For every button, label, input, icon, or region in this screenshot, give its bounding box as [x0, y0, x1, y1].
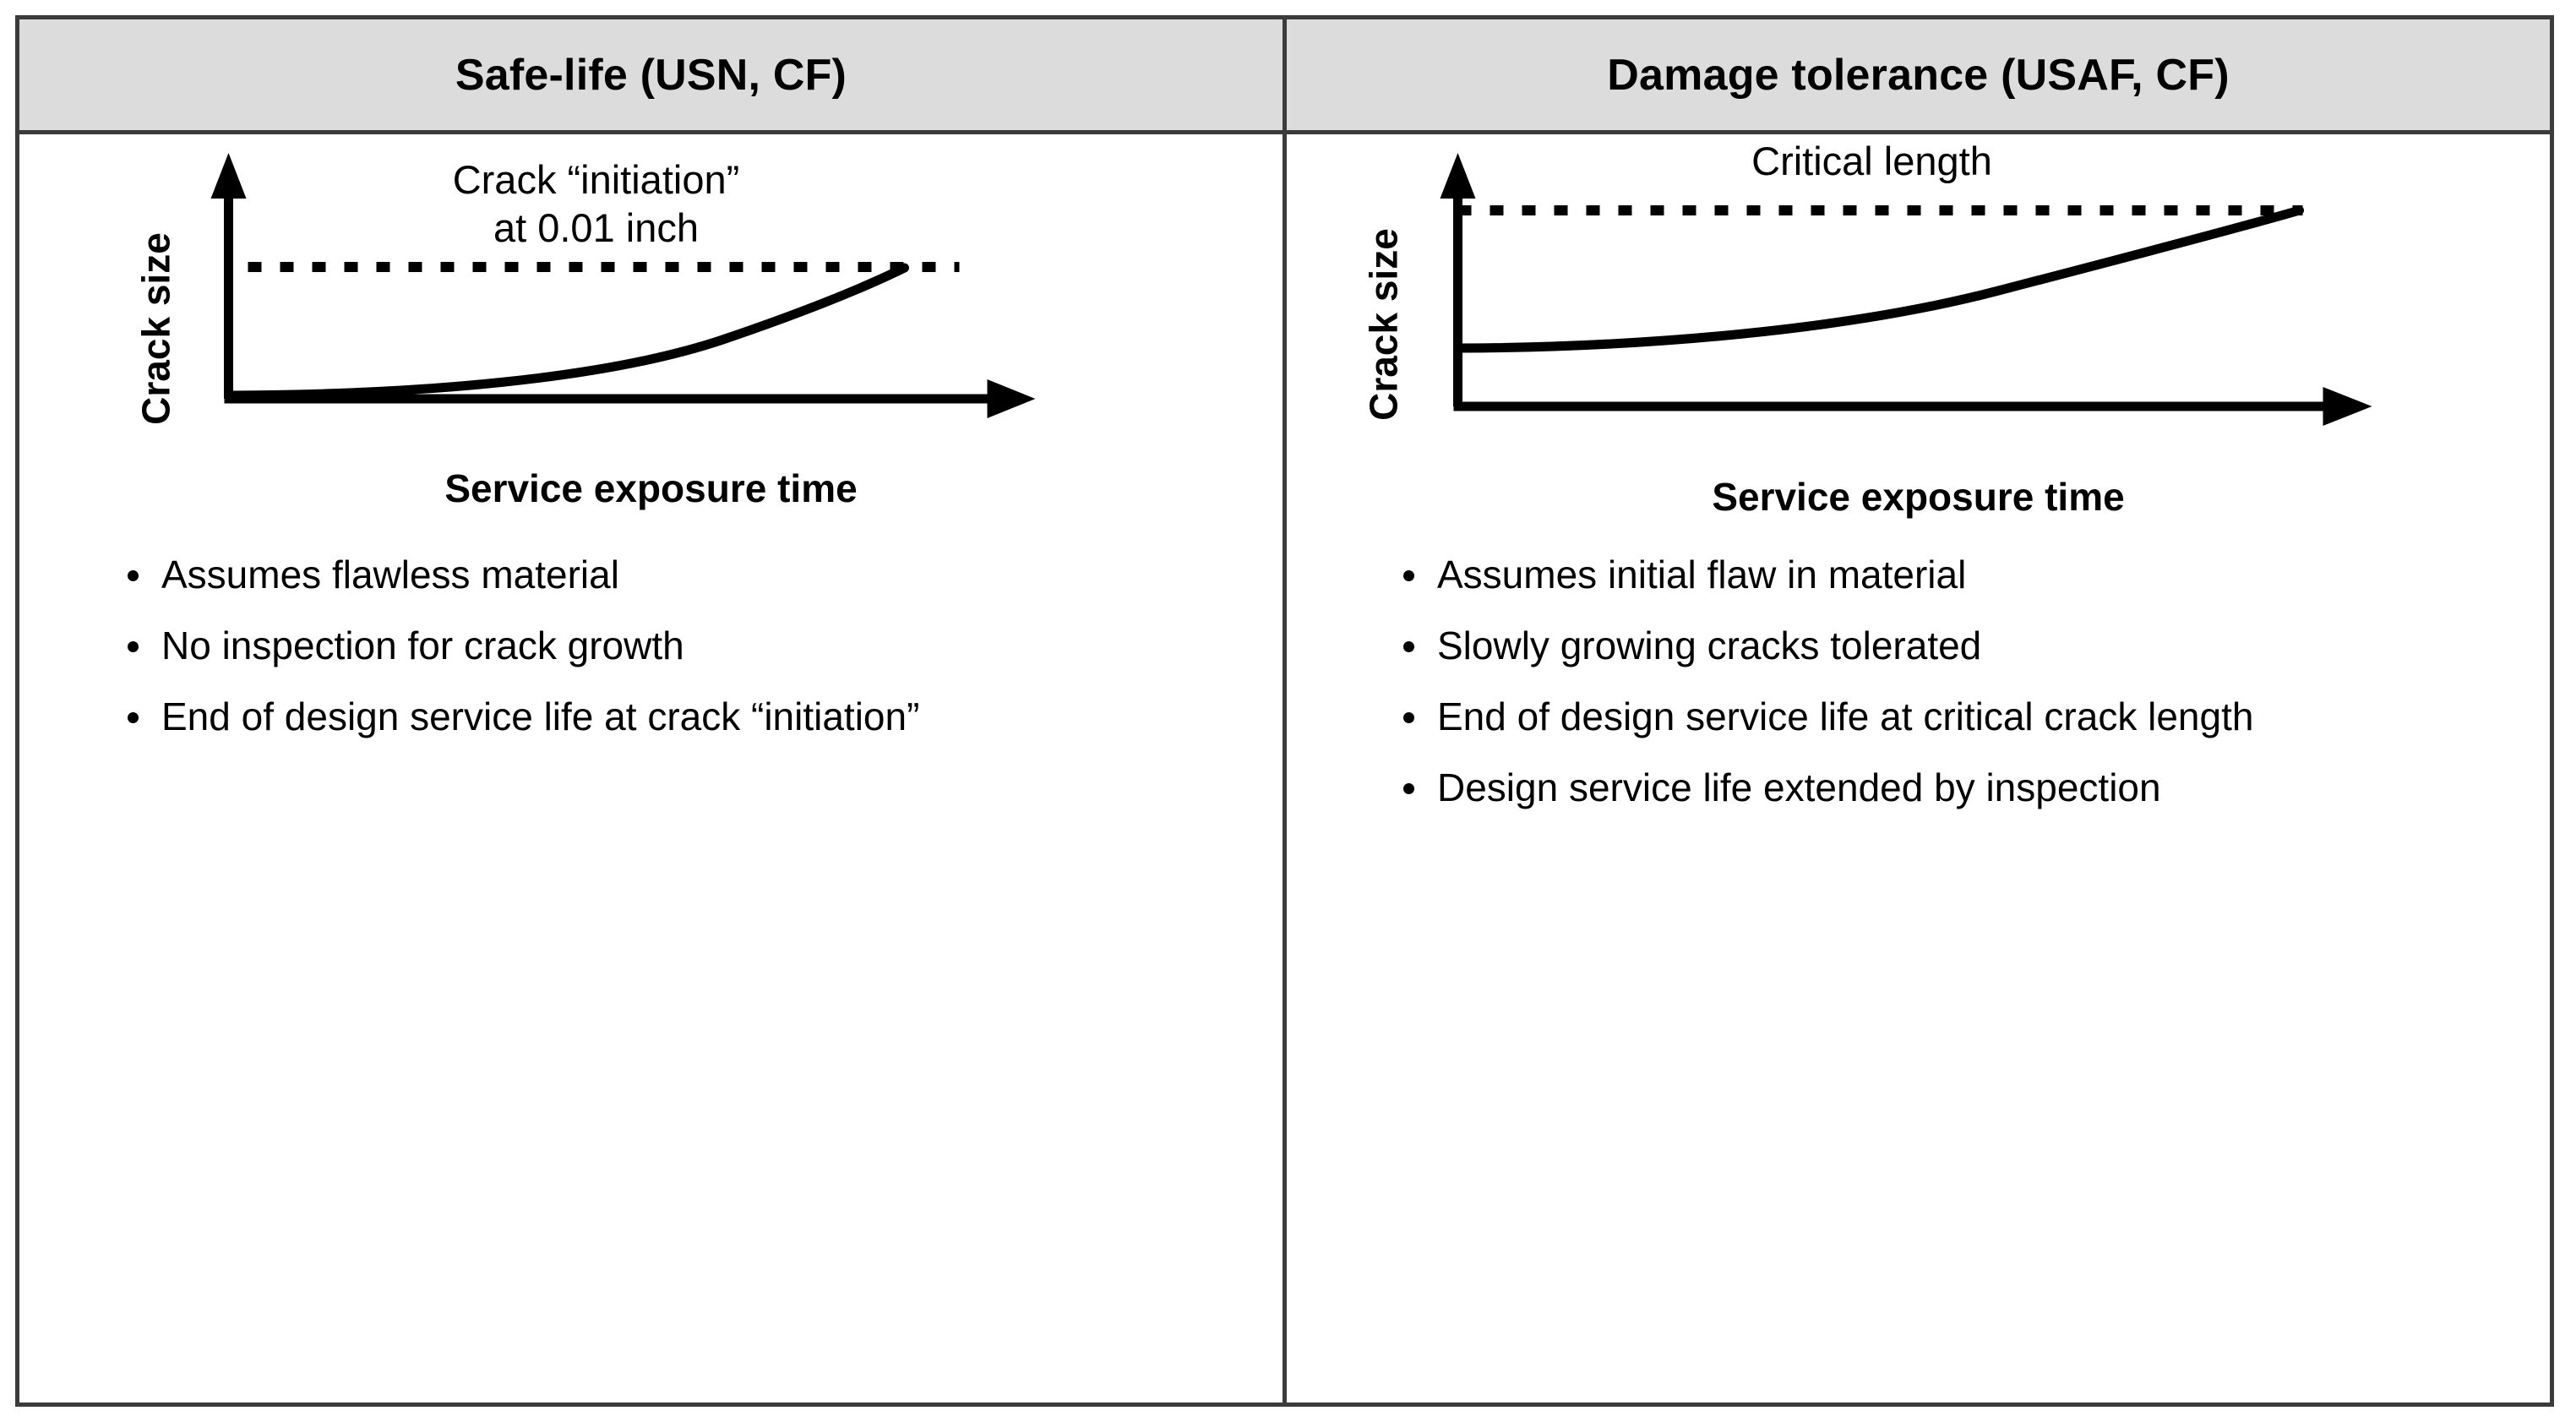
bullet-text: End of design service life at critical c…: [1437, 694, 2254, 738]
damage-tolerance-bullet-list: Assumes initial flaw in material Slowly …: [1397, 550, 2499, 834]
bullet-text: End of design service life at crack “ini…: [161, 694, 920, 738]
comparison-table: Safe-life (USN, CF) Damage tolerance (US…: [15, 15, 2554, 1407]
bullet-text: Design service life extended by inspecti…: [1437, 765, 2161, 809]
x-axis-safe-life: [224, 379, 1036, 418]
list-item: Design service life extended by inspecti…: [1397, 763, 2499, 813]
safe-life-chart: Crack size Crack “initiation” at 0.01 in…: [19, 134, 1283, 510]
safe-life-bullet-list: Assumes flawless material No inspection …: [121, 550, 1232, 763]
damage-tolerance-chart-svg: Crack size Critical length: [1362, 139, 2372, 426]
column-header-damage-tolerance: Damage tolerance (USAF, CF): [1287, 19, 2550, 130]
bullet-text: Assumes initial flaw in material: [1437, 553, 1967, 596]
column-body-safe-life: Crack size Crack “initiation” at 0.01 in…: [19, 134, 1287, 1402]
column-body-damage-tolerance: Crack size Critical length Service expos…: [1287, 134, 2550, 1402]
safe-life-chart-svg: Crack size Crack “initiation” at 0.01 in…: [134, 153, 1036, 425]
list-item: End of design service life at critical c…: [1397, 692, 2499, 742]
x-axis-title-damage-tolerance: Service exposure time: [1712, 475, 2125, 519]
column-header-safe-life: Safe-life (USN, CF): [19, 19, 1287, 130]
crack-growth-curve-damage-tolerance: [1457, 205, 2304, 353]
x-axis-title-safe-life: Service exposure time: [444, 466, 858, 510]
table-body-row: Crack size Crack “initiation” at 0.01 in…: [19, 134, 2550, 1402]
list-item: Assumes initial flaw in material: [1397, 550, 2499, 600]
crack-growth-curve-safe-life: [228, 263, 909, 400]
y-axis-safe-life: [210, 153, 247, 399]
x-axis-damage-tolerance: [1453, 387, 2372, 426]
y-axis-damage-tolerance: [1440, 153, 1476, 406]
bullet-text: No inspection for crack growth: [161, 623, 684, 667]
bullet-text: Assumes flawless material: [161, 553, 619, 596]
crack-initiation-annotation-line2: at 0.01 inch: [493, 205, 699, 250]
column-header-safe-life-label: Safe-life (USN, CF): [455, 50, 847, 100]
y-axis-title-damage-tolerance: Crack size: [1362, 228, 1406, 421]
column-header-damage-tolerance-label: Damage tolerance (USAF, CF): [1607, 50, 2230, 100]
list-item: End of design service life at crack “ini…: [121, 692, 1232, 742]
bullet-text: Slowly growing cracks tolerated: [1437, 623, 1982, 667]
list-item: Slowly growing cracks tolerated: [1397, 621, 2499, 671]
damage-tolerance-chart: Crack size Critical length Service expos…: [1287, 134, 2550, 519]
y-axis-title-safe-life: Crack size: [134, 232, 178, 425]
list-item: Assumes flawless material: [121, 550, 1232, 600]
critical-length-annotation: Critical length: [1751, 139, 1992, 183]
table-header-row: Safe-life (USN, CF) Damage tolerance (US…: [19, 19, 2550, 134]
list-item: No inspection for crack growth: [121, 621, 1232, 671]
crack-initiation-annotation-line1: Crack “initiation”: [453, 157, 740, 202]
